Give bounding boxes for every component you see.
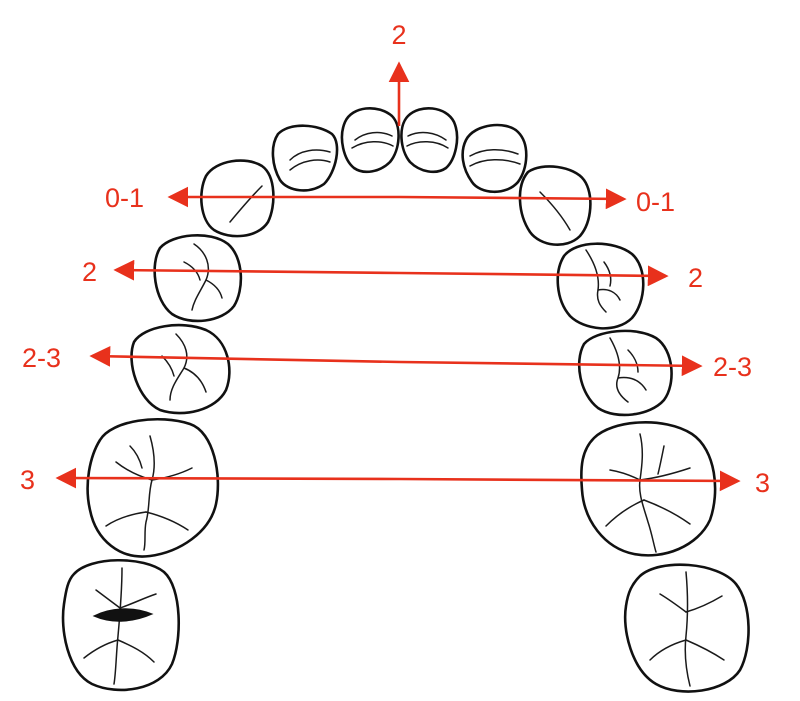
- label-row2-left: 2: [82, 257, 97, 287]
- tooth-upper-right-first-premolar: [153, 233, 243, 323]
- tooth-upper-right-central-incisor: [340, 107, 400, 174]
- tooth-upper-right-second-molar: [61, 558, 180, 692]
- tooth-upper-left-central-incisor: [400, 107, 459, 174]
- tooth-upper-right-first-molar: [86, 418, 220, 558]
- arrow-row-second-premolar: [89, 345, 703, 377]
- label-row4-right: 3: [755, 468, 770, 498]
- tooth-upper-left-second-molar: [623, 563, 750, 693]
- tooth-upper-right-lateral-incisor: [271, 124, 339, 192]
- label-row3-right: 2-3: [713, 352, 752, 382]
- label-row1-left: 0-1: [105, 183, 144, 213]
- tooth-upper-right-second-premolar: [130, 323, 231, 415]
- tooth-upper-left-first-molar: [580, 421, 717, 557]
- arrow-row-first-molar: [55, 467, 741, 492]
- label-row2-right: 2: [688, 263, 703, 293]
- tooth-upper-left-second-premolar: [577, 329, 673, 417]
- tooth-upper-left-canine: [518, 165, 592, 246]
- label-top: 2: [391, 20, 406, 50]
- label-row1-right: 0-1: [636, 187, 675, 217]
- label-row3-left: 2-3: [22, 343, 61, 373]
- tooth-upper-right-canine: [200, 159, 275, 238]
- tooth-upper-left-lateral-incisor: [461, 123, 528, 194]
- arrow-row-canine: [167, 186, 627, 210]
- tooth-upper-left-first-premolar: [556, 242, 645, 330]
- arrow-row-first-premolar: [113, 259, 669, 287]
- label-row4-left: 3: [20, 465, 35, 495]
